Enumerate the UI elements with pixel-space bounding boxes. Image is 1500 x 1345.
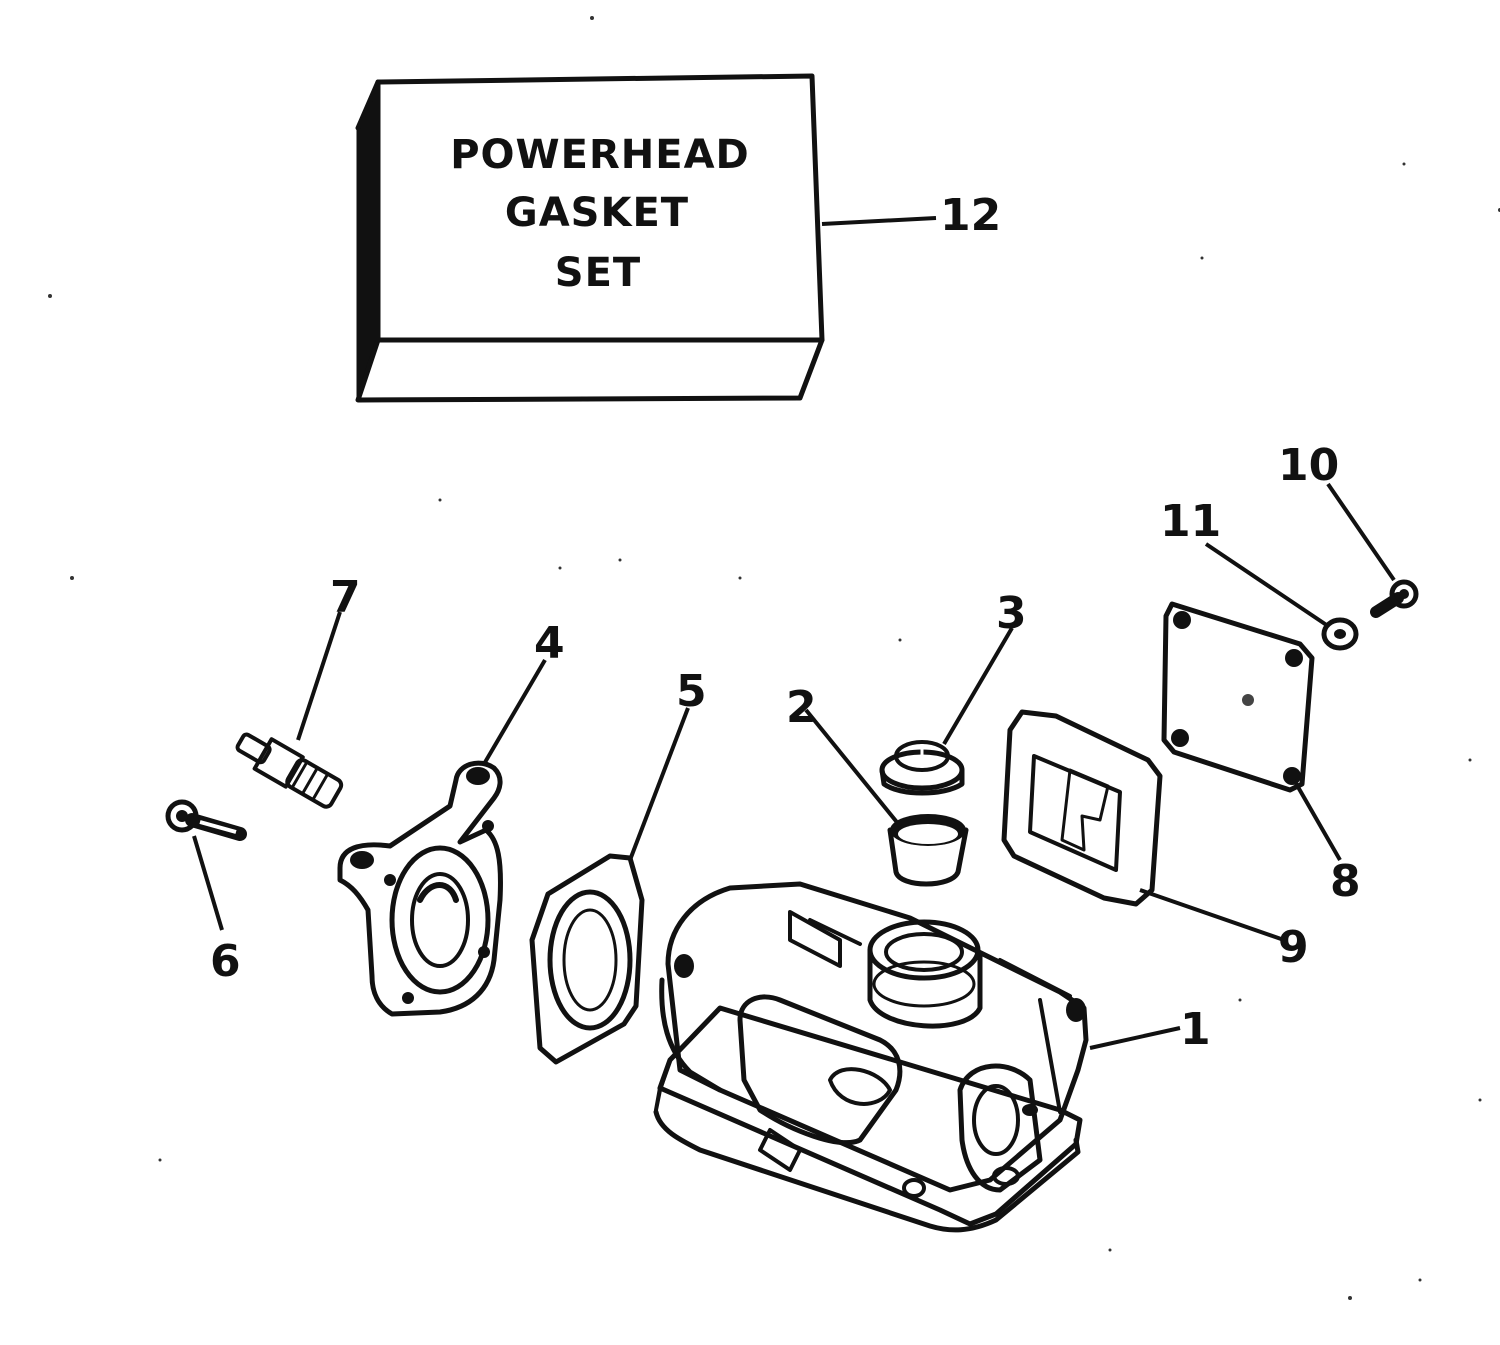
leader-2 bbox=[804, 708, 902, 828]
leader-11 bbox=[1204, 542, 1330, 628]
part-label-5: 5 bbox=[676, 666, 707, 717]
part-label-3: 3 bbox=[996, 588, 1027, 639]
gasket-set-box: POWERHEAD GASKET SET bbox=[355, 73, 825, 403]
gasket-box-line-3: SET bbox=[555, 250, 641, 296]
leader-8 bbox=[1292, 779, 1342, 861]
gasket-box-line-2: GASKET bbox=[505, 190, 689, 236]
part-label-8: 8 bbox=[1330, 856, 1361, 907]
part-label-2: 2 bbox=[786, 682, 817, 733]
gasket-part-5 bbox=[529, 853, 645, 1065]
scan-noise bbox=[48, 16, 1500, 1300]
screw-part-10 bbox=[1370, 579, 1419, 618]
end-cap-part-4 bbox=[337, 760, 503, 1017]
leader-5 bbox=[628, 707, 690, 861]
washer-part-11 bbox=[1321, 617, 1359, 651]
part-label-1: 1 bbox=[1180, 1004, 1211, 1055]
leader-4 bbox=[482, 658, 547, 766]
part-label-4: 4 bbox=[534, 618, 565, 669]
part-label-6: 6 bbox=[210, 936, 241, 987]
cap-part-3 bbox=[879, 740, 965, 796]
leader-1 bbox=[1089, 1026, 1181, 1050]
part-label-10: 10 bbox=[1278, 440, 1339, 491]
leader-9 bbox=[1139, 888, 1285, 942]
cover-plate-part-8 bbox=[1161, 601, 1315, 793]
leader-10 bbox=[1326, 482, 1396, 582]
sleeve-part-2 bbox=[887, 814, 969, 887]
fitting-part-7 bbox=[235, 732, 344, 809]
part-label-11: 11 bbox=[1160, 496, 1221, 547]
leader-6 bbox=[192, 835, 224, 931]
gasket-box-line-1: POWERHEAD bbox=[450, 132, 750, 178]
leader-3 bbox=[942, 626, 1014, 746]
cover-gasket-part-9 bbox=[1001, 709, 1163, 907]
part-label-12: 12 bbox=[940, 190, 1001, 241]
bolt-part-6 bbox=[165, 799, 247, 841]
part-label-9: 9 bbox=[1278, 922, 1309, 973]
part-label-7: 7 bbox=[330, 572, 361, 623]
leader-7 bbox=[296, 611, 342, 741]
main-housing-part-1 bbox=[653, 881, 1089, 1233]
leader-12 bbox=[821, 216, 937, 226]
